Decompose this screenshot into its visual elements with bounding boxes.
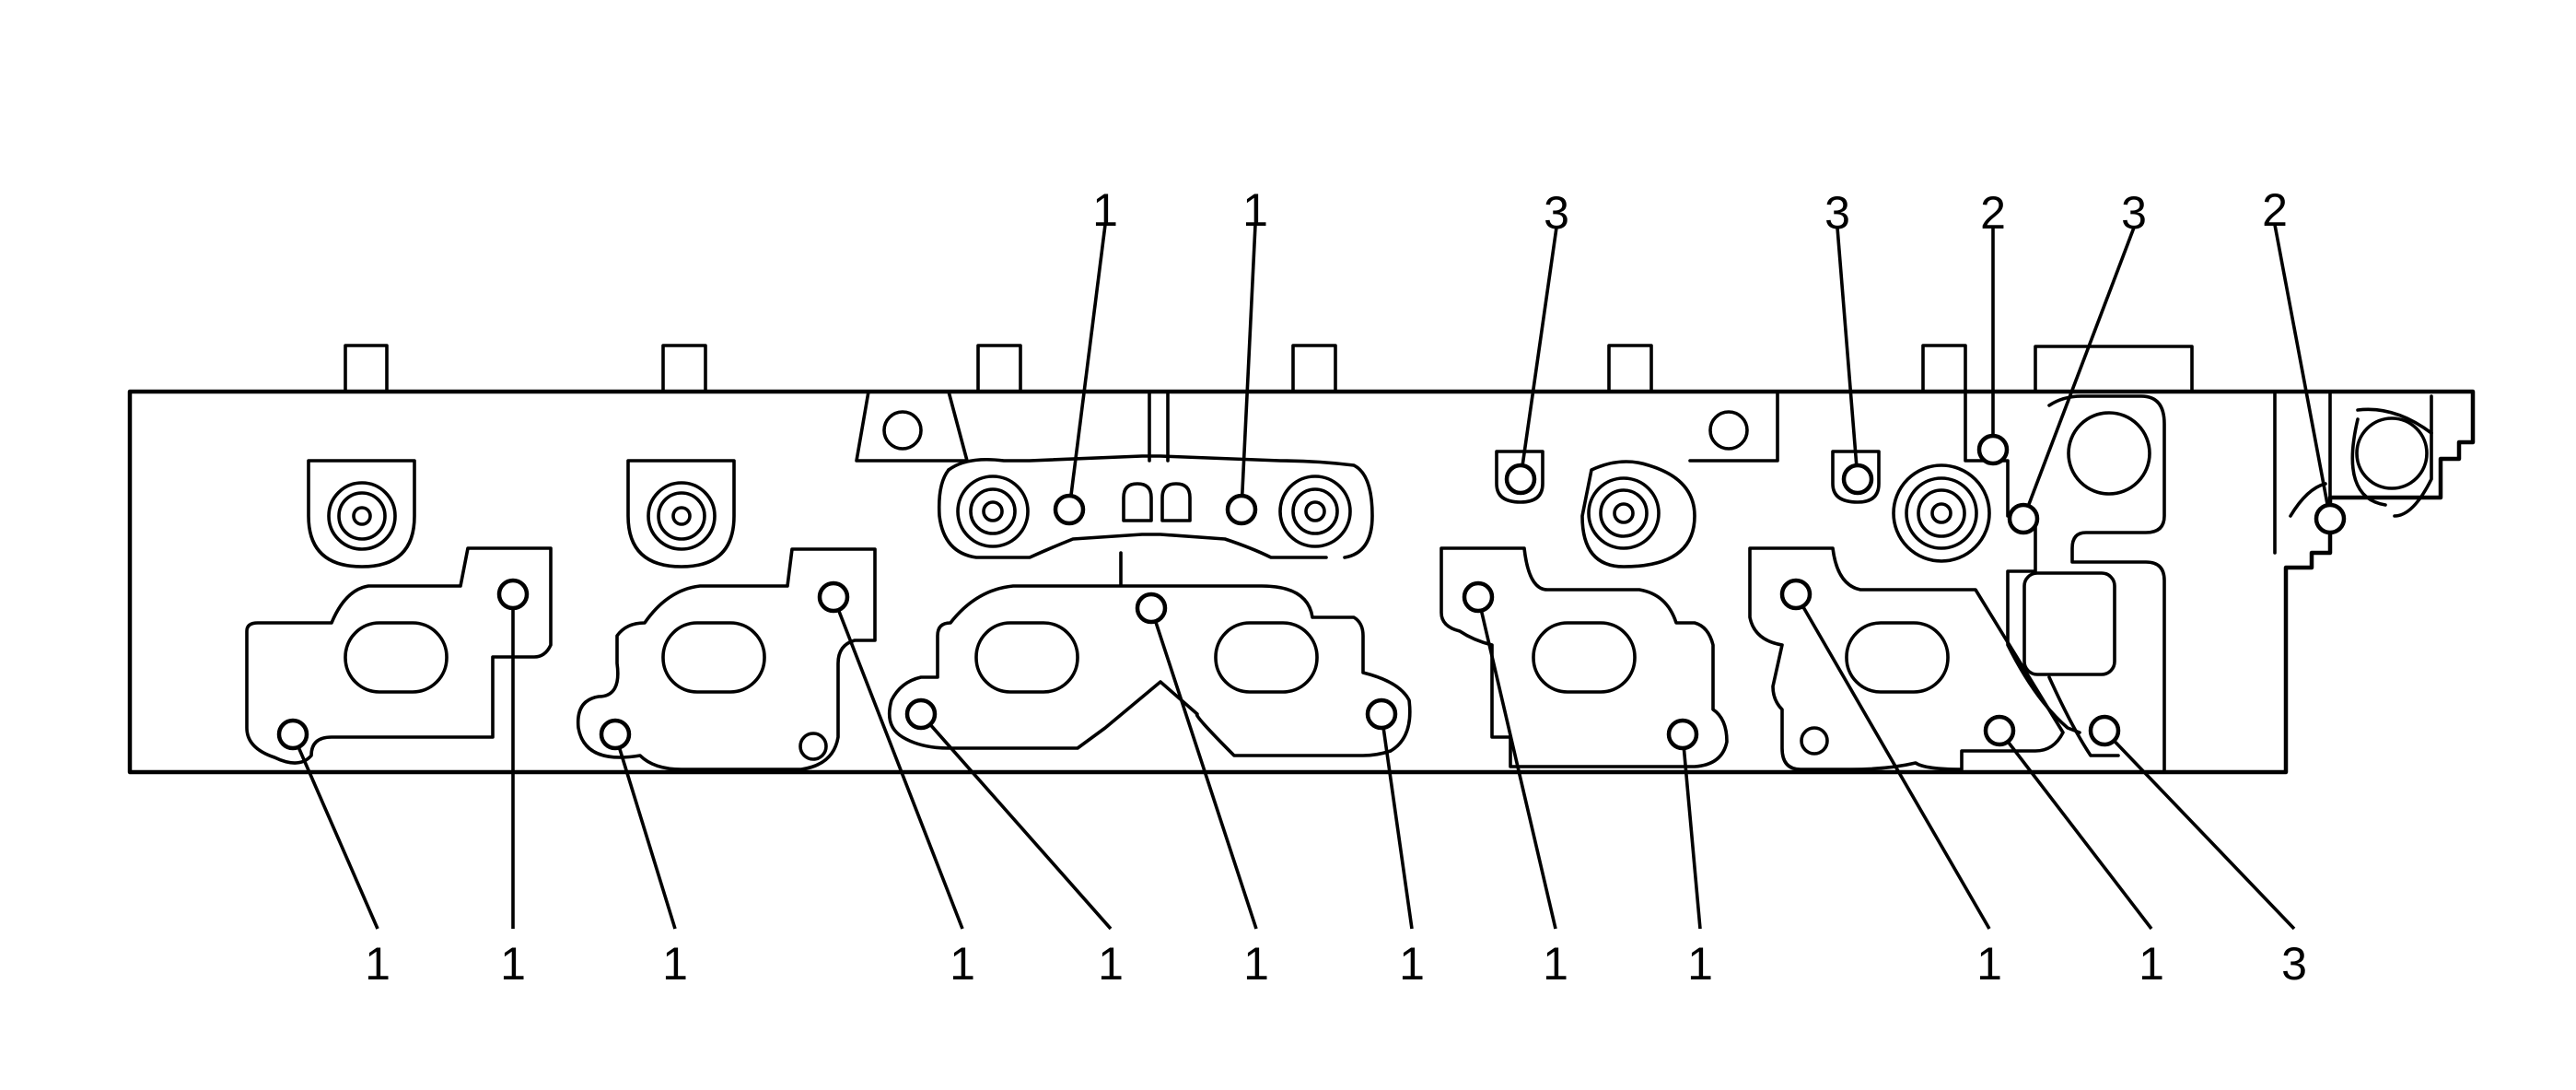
cam-bosses [307, 459, 1991, 568]
callout-label: 1 [1243, 938, 1269, 990]
leader-line [2006, 740, 2153, 931]
bolt-hole [599, 718, 632, 751]
bolt-hole [1504, 463, 1537, 496]
callout-1-7: 1 [276, 718, 390, 990]
bolt-hole [817, 580, 850, 614]
leader-line [1682, 747, 1702, 930]
callout-label: 2 [2262, 184, 2288, 236]
leader-line [928, 723, 1113, 931]
callout-label: 1 [365, 938, 390, 990]
callout-1-9: 1 [599, 718, 688, 990]
callout-label: 1 [1543, 938, 1568, 990]
upper-ears [855, 390, 1779, 463]
head-outline [127, 389, 2476, 775]
leader-line [2026, 227, 2136, 507]
leader-line [1479, 610, 1557, 930]
leader-line [1801, 605, 1991, 930]
callout-label: 3 [1824, 187, 1850, 239]
bolt-hole [1365, 697, 1398, 731]
bolt-hole [1135, 592, 1168, 625]
bolt-hole [2314, 502, 2347, 535]
callout-1-8: 1 [496, 578, 530, 990]
bolt-hole [1666, 718, 1699, 751]
port-flanges [245, 546, 2065, 771]
callout-label: 1 [1242, 184, 1268, 236]
callout-1-10: 1 [817, 580, 975, 990]
leader-line [1069, 224, 1107, 497]
callout-label: 1 [2139, 938, 2164, 990]
leader-line [1521, 227, 1558, 466]
callout-label: 1 [1976, 938, 2002, 990]
leader-line [836, 609, 964, 930]
callout-label: 1 [1399, 938, 1425, 990]
callout-label: 2 [1980, 187, 2006, 239]
callout-1-1: 1 [1225, 184, 1268, 526]
bolt-hole [1053, 493, 1086, 526]
callout-label: 3 [2121, 187, 2147, 239]
bolt-hole [1779, 578, 1813, 611]
top-tabs [344, 344, 2194, 393]
leader-line [1240, 224, 1257, 497]
leader-line [1153, 620, 1258, 930]
bolt-hole [496, 578, 530, 611]
callout-label: 1 [1092, 184, 1118, 236]
bolt-hole [2088, 714, 2121, 747]
right-end-detail [2273, 390, 2433, 555]
leader-line [297, 746, 379, 930]
callout-1-13: 1 [1365, 697, 1425, 990]
callout-label: 1 [1098, 938, 1124, 990]
callout-1-11: 1 [904, 697, 1124, 990]
callout-1-15: 1 [1666, 718, 1713, 990]
callout-1-0: 1 [1053, 184, 1118, 526]
callout-label: 3 [2281, 938, 2307, 990]
callout-3-18: 3 [2088, 714, 2307, 990]
leader-line [2113, 739, 2296, 931]
callout-3-2: 3 [1504, 187, 1569, 496]
callout-3-3: 3 [1824, 187, 1874, 496]
callout-1-16: 1 [1779, 578, 2002, 990]
callout-1-14: 1 [1462, 580, 1568, 990]
bolt-hole [1462, 580, 1495, 614]
bolt-hole [1983, 714, 2016, 747]
leader-line [2273, 224, 2329, 506]
bolt-hole [1225, 493, 1258, 526]
leader-line [1381, 727, 1414, 930]
callout-label: 1 [950, 938, 975, 990]
bolt-hole [276, 718, 309, 751]
callout-2-4: 2 [1976, 187, 2010, 466]
top-lugs [1495, 450, 1881, 504]
callout-1-17: 1 [1983, 714, 2164, 990]
callout-3-5: 3 [2007, 187, 2147, 535]
leader-line [617, 746, 677, 930]
callout-label: 1 [500, 938, 526, 990]
bolt-hole [904, 697, 938, 731]
bolt-hole [1976, 433, 2010, 466]
bolt-hole [2007, 502, 2040, 535]
bolt-hole [1841, 463, 1874, 496]
callout-2-6: 2 [2262, 184, 2347, 535]
centre-bridge [937, 390, 1374, 559]
leader-line [1836, 227, 1859, 466]
callout-label: 1 [662, 938, 688, 990]
callout-1-12: 1 [1135, 592, 1269, 990]
callout-label: 1 [1687, 938, 1713, 990]
callout-label: 3 [1544, 187, 1569, 239]
